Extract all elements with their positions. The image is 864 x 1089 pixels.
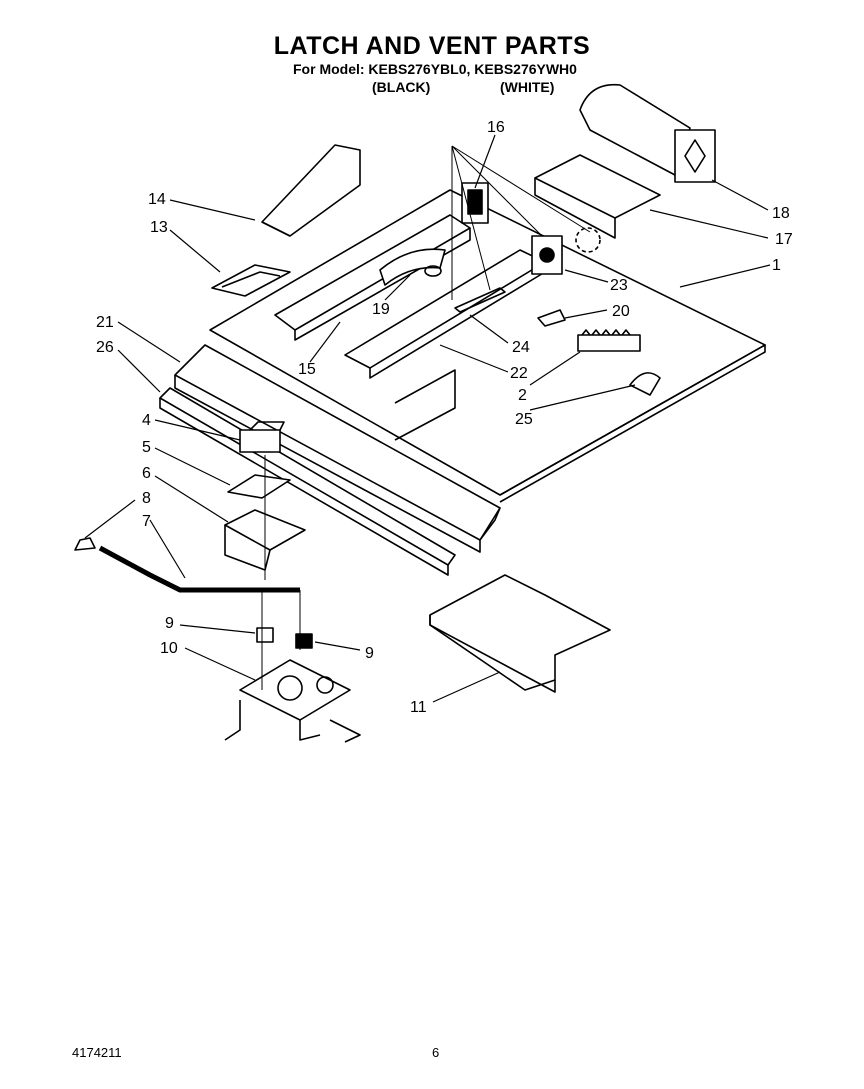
part-8-knob bbox=[74, 537, 96, 551]
part-2-terminal-block bbox=[577, 329, 641, 352]
part-1-vent-plate bbox=[209, 189, 766, 503]
callout-21: 21 bbox=[96, 314, 114, 331]
model-line: For Model: KEBS276YBL0, KEBS276YWH0 bbox=[293, 61, 577, 77]
callout-19: 19 bbox=[372, 301, 390, 318]
part-20-clip bbox=[537, 309, 566, 327]
callout-25: 25 bbox=[515, 411, 533, 428]
callout-14: 14 bbox=[148, 191, 166, 208]
callout-18: 18 bbox=[772, 205, 790, 222]
callout-11: 11 bbox=[410, 699, 427, 716]
callout-6: 6 bbox=[142, 465, 151, 482]
page-title: LATCH AND VENT PARTS bbox=[273, 32, 591, 60]
callout-7: 7 bbox=[142, 513, 151, 530]
callout-23: 23 bbox=[610, 277, 628, 294]
part-19-duct bbox=[379, 248, 446, 286]
callout-16: 16 bbox=[487, 119, 505, 136]
part-5-insulator bbox=[227, 474, 291, 499]
leader-lines bbox=[84, 134, 771, 703]
callout-numbers: 14 13 16 18 17 1 23 20 19 24 15 22 21 26… bbox=[96, 119, 793, 716]
variant-black-label: (BLACK) bbox=[372, 79, 431, 95]
callout-26: 26 bbox=[96, 339, 114, 356]
part-21-front-channel bbox=[174, 344, 501, 553]
part-24-strip bbox=[454, 287, 506, 313]
hidden-hole bbox=[575, 227, 601, 253]
doc-number: 4174211 bbox=[72, 1045, 122, 1060]
callout-1: 1 bbox=[772, 257, 781, 274]
callout-22: 22 bbox=[510, 365, 528, 382]
callout-15: 15 bbox=[298, 361, 316, 378]
part-25-clamp bbox=[629, 372, 661, 396]
callout-8: 8 bbox=[142, 490, 151, 507]
part-18-blower bbox=[579, 83, 716, 183]
callout-4: 4 bbox=[142, 412, 151, 429]
page-number: 6 bbox=[432, 1045, 440, 1060]
callout-20: 20 bbox=[612, 303, 630, 320]
part-10-latch-assembly bbox=[224, 659, 361, 743]
callout-10: 10 bbox=[160, 640, 178, 657]
callout-9-left: 9 bbox=[165, 615, 174, 632]
part-13-shield bbox=[211, 264, 291, 297]
callout-13: 13 bbox=[150, 219, 168, 236]
part-4-switch bbox=[239, 421, 285, 453]
part-7-latch-rod bbox=[98, 545, 300, 593]
part-23-bracket bbox=[531, 235, 563, 275]
part-9-spacer-right bbox=[295, 633, 313, 649]
part-15-left-vent-channel bbox=[274, 214, 471, 341]
part-9-spacer-left bbox=[256, 627, 274, 643]
callout-5: 5 bbox=[142, 439, 151, 456]
callout-9-right: 9 bbox=[365, 645, 374, 662]
part-17-bracket bbox=[534, 154, 661, 239]
part-16-bracket bbox=[461, 182, 489, 224]
callout-17: 17 bbox=[775, 231, 793, 248]
variant-white-label: (WHITE) bbox=[500, 79, 555, 95]
part-14-deflector bbox=[261, 144, 361, 237]
part-26-trim-strip bbox=[159, 387, 456, 576]
callout-2: 2 bbox=[518, 387, 527, 404]
callout-24: 24 bbox=[512, 339, 530, 356]
part-11-bottom-plate bbox=[429, 574, 611, 693]
